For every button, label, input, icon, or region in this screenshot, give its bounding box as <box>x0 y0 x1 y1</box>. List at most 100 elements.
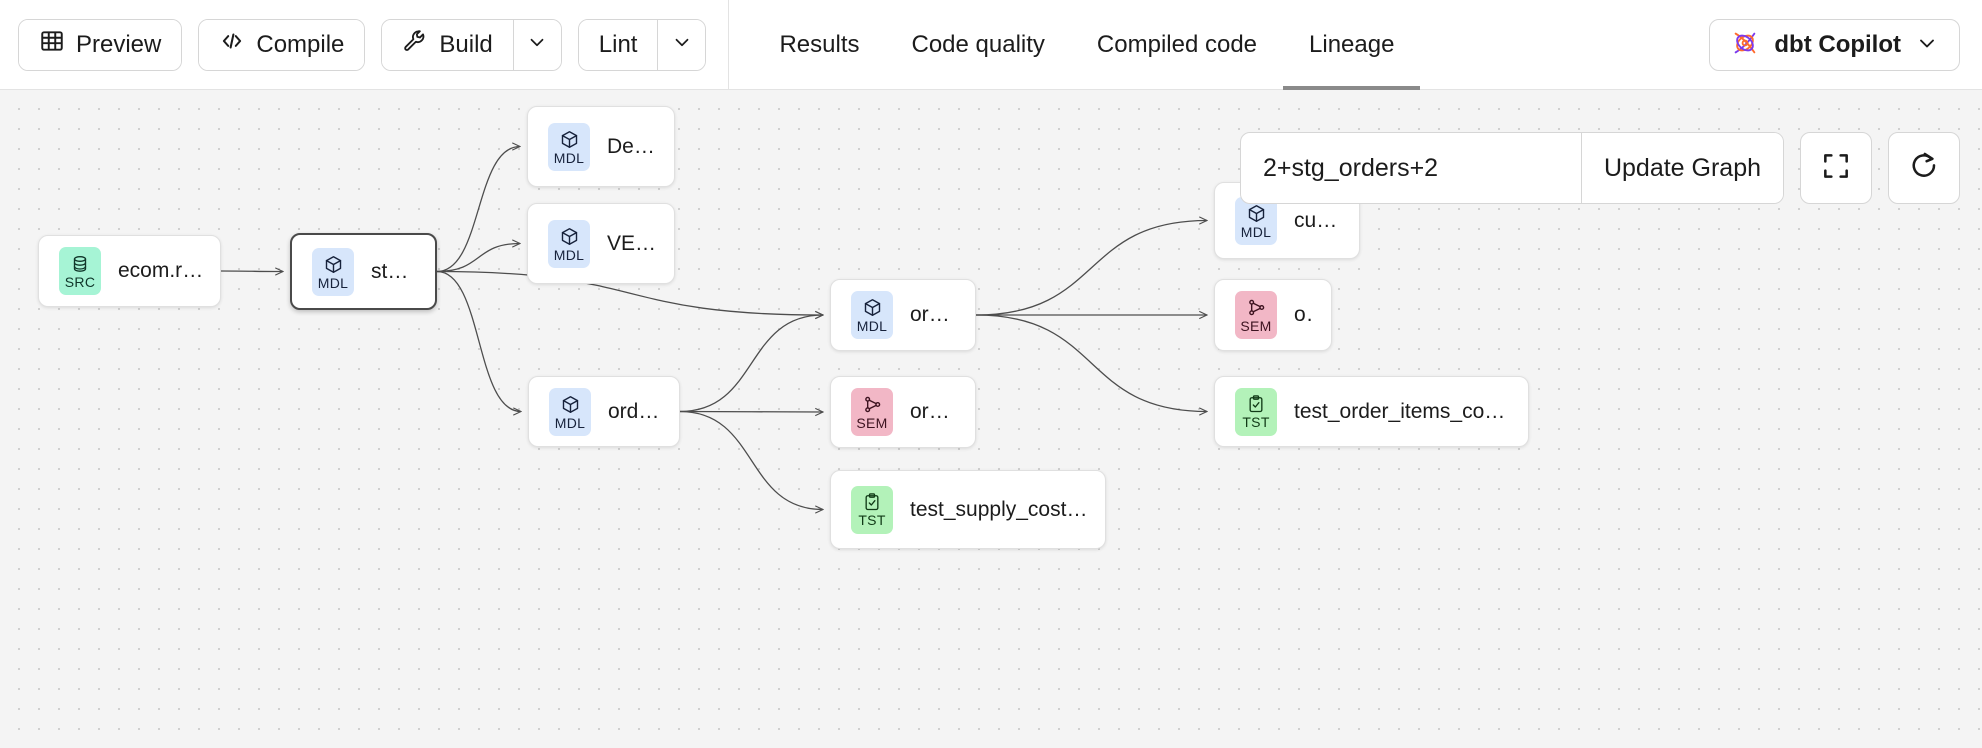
preview-button[interactable]: Preview <box>19 19 182 70</box>
tab-compiled-code[interactable]: Compiled code <box>1071 0 1283 90</box>
lineage-edge-stg_orders-to-demo <box>436 147 520 273</box>
node-label: test_supply_costs_sum_correctly <box>910 497 1089 521</box>
lineage-node-customers[interactable]: MDL customers <box>1214 182 1360 259</box>
node-type-badge-sem: SEM <box>1235 291 1277 339</box>
tab-lineage[interactable]: Lineage <box>1283 0 1421 90</box>
compile-button[interactable]: Compile <box>199 19 365 70</box>
cube-icon <box>560 394 581 415</box>
tab-results[interactable]: Results <box>753 0 885 90</box>
node-label: orders <box>1294 303 1315 326</box>
lineage-node-orders_sem[interactable]: SEM orders <box>1214 279 1332 351</box>
tab-code-quality[interactable]: Code quality <box>886 0 1071 90</box>
cube-icon <box>559 226 580 247</box>
dbt-copilot-button[interactable]: dbt Copilot <box>1709 19 1960 71</box>
dbt-copilot-icon <box>1730 28 1760 63</box>
lineage-edge-order_items-to-order_item <box>679 412 823 413</box>
node-type-label: TST <box>858 512 886 528</box>
node-label: test_order_items_compute_to_bools_c… <box>1294 399 1512 423</box>
code-icon <box>219 28 245 61</box>
update-graph-label: Update Graph <box>1603 153 1761 182</box>
preview-button-group: Preview <box>18 18 183 71</box>
node-type-label: MDL <box>856 318 888 334</box>
node-type-badge-sem: SEM <box>851 388 893 436</box>
lineage-edge-order_items-to-test_supply <box>679 410 823 510</box>
node-type-badge-src: SRC <box>59 247 101 295</box>
build-button-group: Build <box>381 18 562 71</box>
node-type-label: MDL <box>317 274 349 291</box>
fullscreen-button[interactable] <box>1800 132 1872 204</box>
graph-selector-input[interactable] <box>1240 133 1581 203</box>
lineage-node-demo[interactable]: MDL Demo <box>527 106 675 187</box>
graph-selector-box: Update Graph <box>1239 132 1784 204</box>
lineage-node-test_supply[interactable]: TST test_supply_costs_sum_correctly <box>830 470 1106 549</box>
tab-compiled-code-label: Compiled code <box>1096 30 1258 58</box>
database-icon <box>70 254 90 274</box>
build-dropdown-toggle[interactable] <box>512 19 561 70</box>
lineage-node-test_order_items[interactable]: TST test_order_items_compute_to_bools_c… <box>1214 376 1529 447</box>
node-label: order_item <box>910 400 959 423</box>
action-button-group: Preview Compile <box>0 18 707 71</box>
node-label: stg_orders <box>371 259 419 283</box>
refresh-button[interactable] <box>1888 132 1960 204</box>
lineage-edge-order_items-to-orders_mdl <box>679 315 823 413</box>
node-type-badge-mdl: MDL <box>312 247 354 296</box>
lineage-canvas[interactable]: SRC ecom.raw_orders MDL stg_orders MDL D… <box>0 90 1982 748</box>
node-type-label: SRC <box>64 273 96 290</box>
node-label: VE_Demo <box>607 231 658 255</box>
lineage-edge-raw_orders-to-stg_orders <box>220 271 283 272</box>
lineage-node-raw_orders[interactable]: SRC ecom.raw_orders <box>38 235 221 307</box>
node-type-badge-mdl: MDL <box>548 122 590 171</box>
compile-button-group: Compile <box>198 18 366 71</box>
refresh-icon <box>1908 150 1940 187</box>
node-label: order_items <box>608 399 663 423</box>
node-label: customers <box>1294 208 1343 232</box>
lint-button[interactable]: Lint <box>578 19 658 70</box>
preview-button-label: Preview <box>76 30 162 58</box>
node-type-label: TST <box>1242 414 1270 430</box>
lineage-node-ve_demo[interactable]: MDL VE_Demo <box>527 203 675 284</box>
lineage-node-stg_orders[interactable]: MDL stg_orders <box>290 233 437 310</box>
node-type-badge-mdl: MDL <box>851 291 893 339</box>
toolbar-divider <box>728 0 730 90</box>
semantic-icon <box>862 394 883 415</box>
node-type-badge-mdl: MDL <box>1235 196 1277 245</box>
tab-bar: Results Code quality Compiled code Linea… <box>753 0 1421 90</box>
lineage-node-orders_mdl[interactable]: MDL orders <box>830 279 976 351</box>
node-type-badge-tst: TST <box>851 485 893 534</box>
chevron-down-icon <box>671 31 693 58</box>
node-type-label: MDL <box>1240 223 1272 240</box>
cube-icon <box>559 129 580 150</box>
compile-button-label: Compile <box>256 30 345 58</box>
dbt-copilot-label: dbt Copilot <box>1774 31 1901 58</box>
node-type-badge-mdl: MDL <box>549 387 591 436</box>
tab-code-quality-label: Code quality <box>911 30 1045 58</box>
lineage-edge-orders_mdl-to-test_order_items <box>975 314 1207 412</box>
lineage-node-order_item[interactable]: SEM order_item <box>830 376 976 448</box>
node-type-badge-tst: TST <box>1235 387 1277 436</box>
cube-icon <box>1246 203 1267 224</box>
fullscreen-icon <box>1820 150 1852 187</box>
node-label: Demo <box>607 134 658 158</box>
lineage-edge-stg_orders-to-ve_demo <box>436 244 520 273</box>
node-type-label: MDL <box>553 149 585 166</box>
table-icon <box>39 28 65 61</box>
graph-controls: Update Graph <box>1239 132 1960 204</box>
lint-dropdown-toggle[interactable] <box>657 19 706 70</box>
lint-button-label: Lint <box>598 30 638 58</box>
chevron-down-icon <box>1915 31 1939 60</box>
clipboard-check-icon <box>862 492 882 512</box>
lineage-edge-orders_mdl-to-customers <box>975 221 1207 316</box>
lineage-node-order_items[interactable]: MDL order_items <box>528 376 680 447</box>
node-type-label: SEM <box>856 415 888 431</box>
tab-lineage-label: Lineage <box>1309 30 1395 58</box>
build-button[interactable]: Build <box>382 19 513 70</box>
node-type-badge-mdl: MDL <box>548 219 590 268</box>
semantic-icon <box>1246 297 1267 318</box>
lineage-edge-stg_orders-to-order_items <box>436 270 521 412</box>
wrench-icon <box>402 28 428 61</box>
clipboard-check-icon <box>1246 394 1266 414</box>
node-type-label: MDL <box>554 414 586 431</box>
chevron-down-icon <box>526 31 548 58</box>
update-graph-button[interactable]: Update Graph <box>1580 133 1783 203</box>
build-button-label: Build <box>439 30 493 58</box>
